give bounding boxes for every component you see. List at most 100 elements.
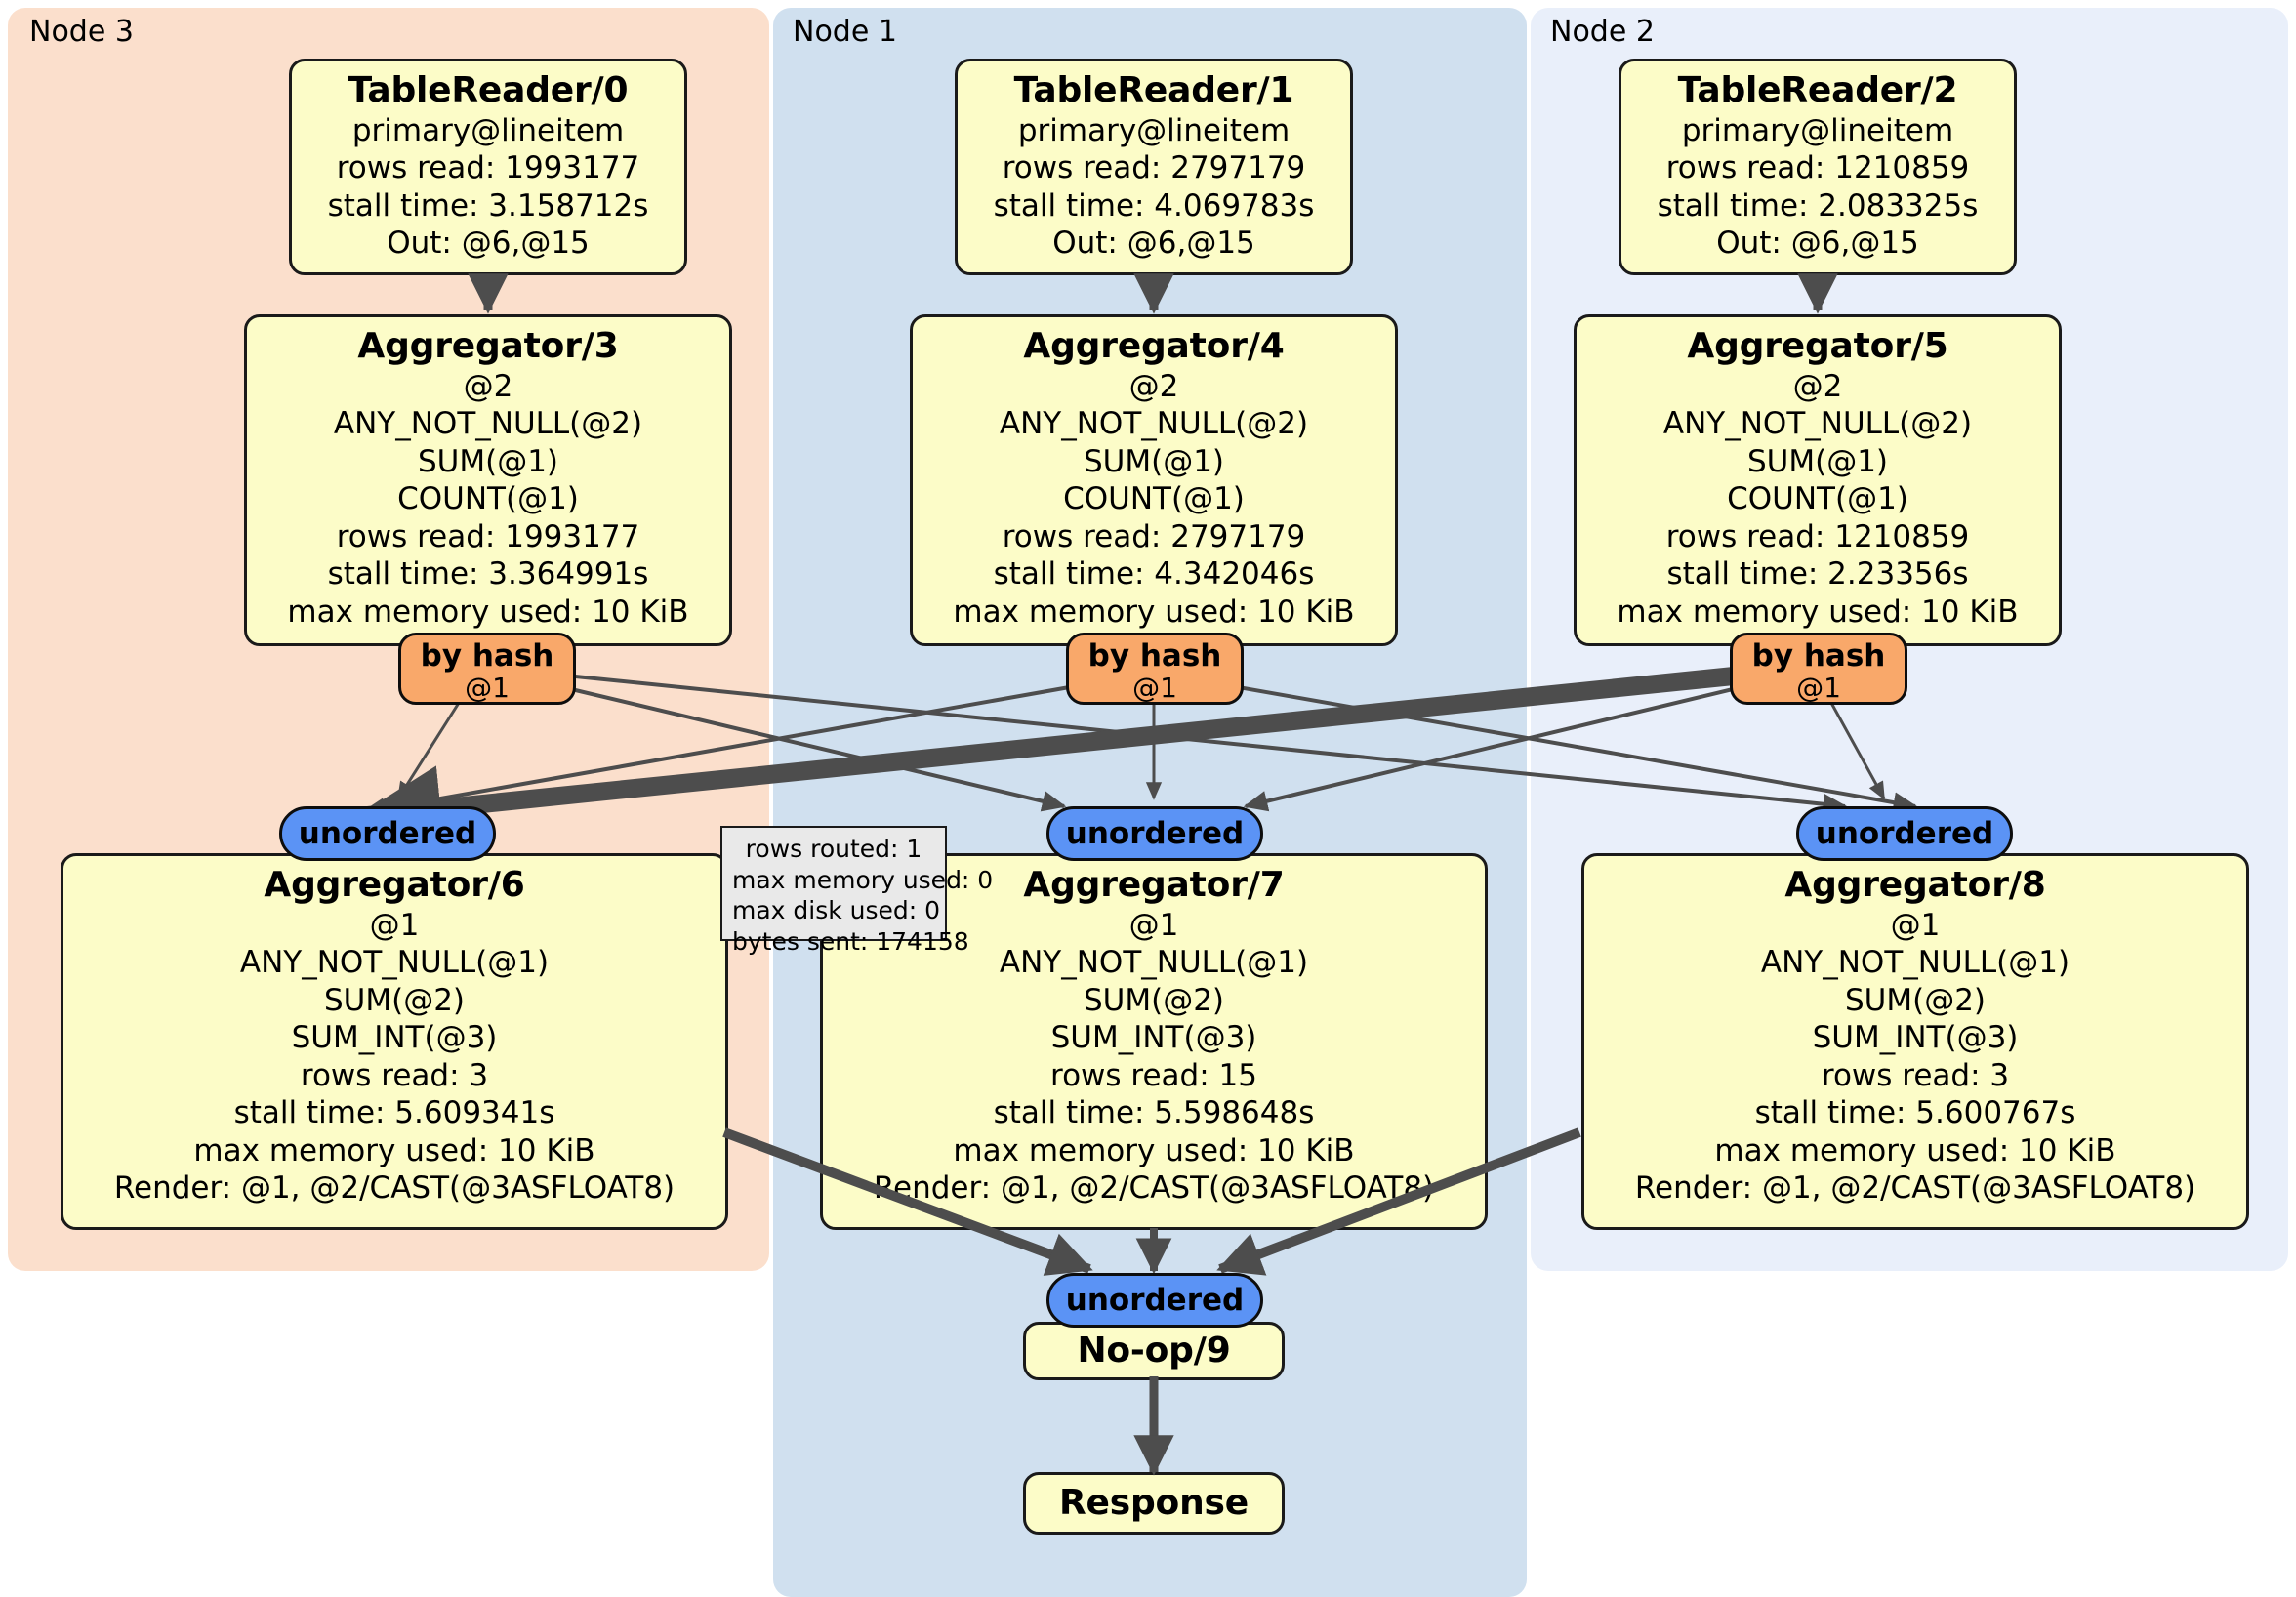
processor-line: SUM_INT(@3) bbox=[1812, 1020, 2019, 1056]
processor-line: SUM(@2) bbox=[1844, 982, 1987, 1018]
processor-line: Out: @6,@15 bbox=[1716, 225, 1919, 262]
router-unordered-node-2[interactable]: unordered bbox=[1796, 806, 2013, 861]
processor-line: @1 bbox=[1128, 907, 1179, 943]
processor-aggregator-4[interactable]: Aggregator/4 @2 ANY_NOT_NULL(@2) SUM(@1)… bbox=[910, 314, 1398, 646]
processor-line: @2 bbox=[463, 368, 513, 404]
processor-tablereader-0[interactable]: TableReader/0 primary@lineitem rows read… bbox=[289, 59, 687, 275]
processor-line: COUNT(@1) bbox=[397, 481, 579, 517]
processor-line: primary@lineitem bbox=[1017, 112, 1291, 148]
processor-line: Render: @1, @2/CAST(@3ASFLOAT8) bbox=[873, 1169, 1435, 1206]
processor-line: rows read: 3 bbox=[300, 1057, 489, 1093]
processor-line: COUNT(@1) bbox=[1727, 481, 1908, 517]
router-title: unordered bbox=[1815, 815, 1994, 851]
router-by-hash-node-2[interactable]: by hash @1 bbox=[1730, 633, 1907, 705]
processor-line: max memory used: 10 KiB bbox=[953, 594, 1355, 630]
processor-line: stall time: 4.069783s bbox=[993, 187, 1315, 224]
router-title: by hash bbox=[420, 638, 554, 674]
processor-line: SUM(@1) bbox=[1746, 443, 1889, 479]
processor-line: rows read: 1993177 bbox=[336, 150, 640, 186]
processor-line: rows read: 3 bbox=[1821, 1057, 2010, 1093]
processor-line: COUNT(@1) bbox=[1063, 481, 1245, 517]
router-unordered-final[interactable]: unordered bbox=[1046, 1273, 1263, 1328]
processor-line: Out: @6,@15 bbox=[387, 225, 590, 262]
processor-aggregator-6[interactable]: Aggregator/6 @1 ANY_NOT_NULL(@1) SUM(@2)… bbox=[61, 853, 728, 1230]
processor-noop-9[interactable]: No-op/9 bbox=[1023, 1322, 1285, 1380]
router-by-hash-node-1[interactable]: by hash @1 bbox=[1066, 633, 1244, 705]
stats-line: bytes sent: 174158 bbox=[732, 926, 969, 956]
processor-line: Render: @1, @2/CAST(@3ASFLOAT8) bbox=[113, 1169, 676, 1206]
router-unordered-node-1[interactable]: unordered bbox=[1046, 806, 1263, 861]
stats-line: max disk used: 0 bbox=[732, 896, 941, 924]
processor-line: @2 bbox=[1128, 368, 1179, 404]
processor-line: rows read: 1993177 bbox=[336, 518, 640, 554]
processor-line: SUM_INT(@3) bbox=[291, 1020, 498, 1056]
processor-line: Out: @6,@15 bbox=[1052, 225, 1255, 262]
router-subtitle: @1 bbox=[1796, 671, 1841, 704]
processor-line: SUM_INT(@3) bbox=[1050, 1020, 1257, 1056]
processor-line: SUM(@1) bbox=[1083, 443, 1225, 479]
processor-aggregator-5[interactable]: Aggregator/5 @2 ANY_NOT_NULL(@2) SUM(@1)… bbox=[1574, 314, 2062, 646]
processor-line: rows read: 2797179 bbox=[1002, 518, 1306, 554]
stats-line: max memory used: 0 bbox=[732, 865, 994, 894]
processor-line: rows read: 1210859 bbox=[1665, 518, 1970, 554]
processor-title: Aggregator/5 bbox=[1687, 326, 1948, 366]
cluster-label-node-2: Node 2 bbox=[1550, 15, 1655, 49]
processor-line: max memory used: 10 KiB bbox=[1714, 1132, 2116, 1168]
processor-line: ANY_NOT_NULL(@2) bbox=[1662, 406, 1973, 442]
processor-line: max memory used: 10 KiB bbox=[193, 1132, 595, 1168]
processor-line: SUM(@2) bbox=[1083, 982, 1225, 1018]
processor-line: Render: @1, @2/CAST(@3ASFLOAT8) bbox=[1634, 1169, 2196, 1206]
processor-response[interactable]: Response bbox=[1023, 1472, 1285, 1535]
processor-line: stall time: 2.23356s bbox=[1666, 556, 1969, 593]
processor-line: rows read: 2797179 bbox=[1002, 150, 1306, 186]
cluster-label-node-3: Node 3 bbox=[29, 15, 134, 49]
processor-line: @2 bbox=[1792, 368, 1843, 404]
processor-line: ANY_NOT_NULL(@2) bbox=[999, 406, 1309, 442]
processor-tablereader-1[interactable]: TableReader/1 primary@lineitem rows read… bbox=[955, 59, 1353, 275]
processor-line: stall time: 3.364991s bbox=[327, 556, 649, 593]
processor-aggregator-8[interactable]: Aggregator/8 @1 ANY_NOT_NULL(@1) SUM(@2)… bbox=[1581, 853, 2249, 1230]
processor-title: Aggregator/6 bbox=[264, 865, 525, 905]
processor-line: ANY_NOT_NULL(@2) bbox=[333, 406, 643, 442]
processor-line: ANY_NOT_NULL(@1) bbox=[999, 945, 1309, 981]
processor-line: stall time: 5.598648s bbox=[993, 1095, 1315, 1131]
processor-line: stall time: 5.600767s bbox=[1754, 1095, 2076, 1131]
router-title: unordered bbox=[298, 815, 477, 851]
router-subtitle: @1 bbox=[465, 671, 510, 704]
processor-line: max memory used: 10 KiB bbox=[953, 1132, 1355, 1168]
processor-line: stall time: 3.158712s bbox=[327, 187, 649, 224]
router-title: by hash bbox=[1087, 638, 1222, 674]
processor-title: Aggregator/7 bbox=[1023, 865, 1285, 905]
processor-line: SUM(@1) bbox=[417, 443, 559, 479]
router-by-hash-node-3[interactable]: by hash @1 bbox=[398, 633, 576, 705]
processor-line: stall time: 2.083325s bbox=[1657, 187, 1979, 224]
processor-line: ANY_NOT_NULL(@1) bbox=[1760, 945, 2070, 981]
processor-title: No-op/9 bbox=[1077, 1331, 1231, 1372]
processor-title: Response bbox=[1059, 1483, 1249, 1524]
processor-line: max memory used: 10 KiB bbox=[287, 594, 689, 630]
router-stats-tooltip: rows routed: 1 max memory used: 0 max di… bbox=[720, 826, 994, 956]
processor-title: Aggregator/8 bbox=[1784, 865, 2046, 905]
processor-line: stall time: 4.342046s bbox=[993, 556, 1315, 593]
processor-title: Aggregator/4 bbox=[1023, 326, 1285, 366]
processor-line: primary@lineitem bbox=[1681, 112, 1954, 148]
processor-title: TableReader/1 bbox=[1013, 70, 1294, 110]
processor-line: primary@lineitem bbox=[351, 112, 625, 148]
stats-line: rows routed: 1 bbox=[745, 835, 922, 863]
processor-line: stall time: 5.609341s bbox=[233, 1095, 555, 1131]
processor-line: @1 bbox=[369, 907, 420, 943]
processor-title: TableReader/0 bbox=[348, 70, 629, 110]
processor-line: rows read: 15 bbox=[1050, 1057, 1257, 1093]
router-subtitle: @1 bbox=[1132, 671, 1177, 704]
processor-aggregator-3[interactable]: Aggregator/3 @2 ANY_NOT_NULL(@2) SUM(@1)… bbox=[244, 314, 732, 646]
router-title: unordered bbox=[1065, 815, 1245, 851]
processor-title: TableReader/2 bbox=[1677, 70, 1958, 110]
router-title: by hash bbox=[1751, 638, 1886, 674]
router-unordered-node-3[interactable]: unordered bbox=[279, 806, 496, 861]
processor-title: Aggregator/3 bbox=[357, 326, 619, 366]
processor-tablereader-2[interactable]: TableReader/2 primary@lineitem rows read… bbox=[1619, 59, 2017, 275]
processor-line: SUM(@2) bbox=[323, 982, 466, 1018]
router-title: unordered bbox=[1065, 1282, 1245, 1318]
processor-line: max memory used: 10 KiB bbox=[1617, 594, 2019, 630]
